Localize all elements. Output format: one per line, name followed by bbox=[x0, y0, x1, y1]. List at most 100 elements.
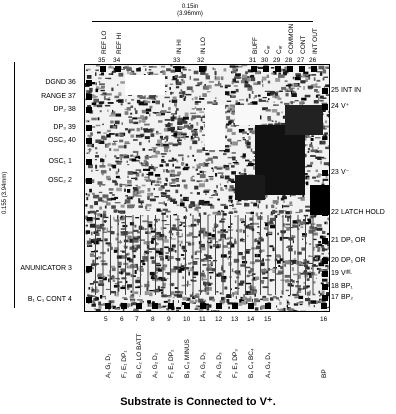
circuit-trace bbox=[112, 109, 114, 113]
circuit-trace bbox=[120, 217, 125, 221]
circuit-trace bbox=[170, 185, 177, 187]
circuit-trace bbox=[123, 154, 128, 156]
circuit-trace bbox=[267, 80, 271, 84]
circuit-trace bbox=[180, 136, 186, 139]
circuit-trace bbox=[303, 71, 309, 75]
circuit-trace bbox=[93, 240, 99, 245]
circuit-trace bbox=[277, 270, 284, 274]
circuit-trace bbox=[231, 110, 236, 114]
circuit-trace bbox=[143, 241, 148, 245]
circuit-trace bbox=[122, 307, 125, 311]
circuit-trace bbox=[144, 176, 150, 179]
circuit-trace bbox=[136, 299, 143, 301]
circuit-trace bbox=[284, 274, 291, 278]
circuit-trace bbox=[195, 84, 200, 87]
circuit-trace bbox=[179, 94, 183, 98]
circuit-trace bbox=[132, 150, 139, 153]
circuit-trace bbox=[296, 302, 300, 304]
circuit-trace bbox=[238, 273, 241, 276]
circuit-trace bbox=[152, 279, 155, 281]
circuit-trace bbox=[161, 292, 163, 294]
circuit-trace bbox=[171, 99, 178, 103]
left-pin-pad bbox=[86, 125, 92, 131]
circuit-trace bbox=[103, 196, 109, 199]
circuit-trace bbox=[232, 156, 236, 161]
circuit-trace bbox=[180, 305, 183, 307]
circuit-trace bbox=[246, 274, 250, 278]
circuit-trace bbox=[327, 267, 329, 270]
circuit-trace bbox=[257, 66, 263, 69]
circuit-trace bbox=[161, 159, 165, 162]
circuit-trace bbox=[116, 100, 123, 102]
circuit-trace bbox=[208, 304, 212, 308]
circuit-trace bbox=[316, 94, 321, 96]
circuit-trace bbox=[280, 266, 284, 270]
circuit-trace bbox=[189, 75, 191, 80]
circuit-trace bbox=[107, 248, 109, 252]
circuit-trace bbox=[173, 198, 176, 201]
circuit-trace bbox=[251, 130, 258, 135]
circuit-trace bbox=[229, 65, 236, 68]
bus-line bbox=[192, 215, 194, 295]
circuit-trace bbox=[255, 259, 260, 263]
circuit-trace bbox=[265, 222, 269, 227]
top-pin-pad bbox=[199, 66, 205, 72]
circuit-trace bbox=[93, 98, 99, 103]
circuit-trace bbox=[170, 129, 175, 133]
circuit-trace bbox=[247, 275, 252, 277]
circuit-trace bbox=[108, 133, 115, 135]
circuit-trace bbox=[233, 85, 238, 87]
circuit-trace bbox=[91, 289, 98, 293]
circuit-trace bbox=[163, 169, 165, 173]
circuit-trace bbox=[141, 109, 147, 114]
circuit-trace bbox=[213, 190, 217, 193]
circuit-trace bbox=[269, 220, 273, 224]
circuit-trace bbox=[115, 133, 119, 137]
circuit-trace bbox=[135, 110, 138, 114]
circuit-trace bbox=[251, 247, 257, 250]
circuit-trace bbox=[212, 227, 215, 232]
circuit-trace bbox=[304, 222, 310, 225]
left-pin-pad bbox=[86, 138, 92, 144]
circuit-trace bbox=[172, 115, 175, 117]
circuit-trace bbox=[120, 231, 126, 236]
circuit-trace bbox=[124, 144, 127, 149]
circuit-trace bbox=[228, 188, 234, 192]
circuit-trace bbox=[170, 169, 175, 173]
circuit-trace bbox=[188, 271, 190, 276]
bus-line bbox=[312, 215, 314, 295]
circuit-trace bbox=[256, 198, 258, 203]
circuit-trace bbox=[260, 262, 265, 267]
circuit-trace bbox=[281, 290, 284, 295]
circuit-trace bbox=[248, 93, 251, 96]
circuit-trace bbox=[114, 283, 118, 285]
circuit-trace bbox=[267, 116, 271, 120]
circuit-trace bbox=[220, 76, 224, 81]
circuit-trace bbox=[205, 178, 209, 182]
circuit-trace bbox=[238, 129, 245, 133]
circuit-trace bbox=[315, 156, 321, 159]
circuit-trace bbox=[179, 243, 181, 247]
circuit-trace bbox=[175, 105, 177, 108]
circuit-trace bbox=[209, 260, 211, 262]
circuit-trace bbox=[127, 102, 131, 105]
right-pin-number: 21 bbox=[331, 237, 339, 244]
circuit-trace bbox=[177, 117, 183, 122]
circuit-trace bbox=[133, 254, 136, 258]
circuit-trace bbox=[124, 141, 130, 145]
circuit-trace bbox=[140, 274, 142, 276]
circuit-trace bbox=[201, 247, 206, 251]
circuit-trace bbox=[127, 70, 129, 74]
circuit-trace bbox=[143, 253, 146, 256]
circuit-trace bbox=[125, 280, 128, 284]
circuit-trace bbox=[183, 93, 185, 97]
circuit-trace bbox=[300, 226, 304, 229]
circuit-trace bbox=[93, 301, 96, 306]
circuit-trace bbox=[142, 262, 146, 266]
circuit-trace bbox=[108, 66, 114, 69]
circuit-trace bbox=[317, 180, 320, 183]
bus-line bbox=[155, 215, 156, 295]
top-pin-label: Cₐᵣ bbox=[276, 45, 283, 54]
circuit-trace bbox=[98, 191, 103, 194]
left-pin-number: 37 bbox=[68, 93, 76, 100]
